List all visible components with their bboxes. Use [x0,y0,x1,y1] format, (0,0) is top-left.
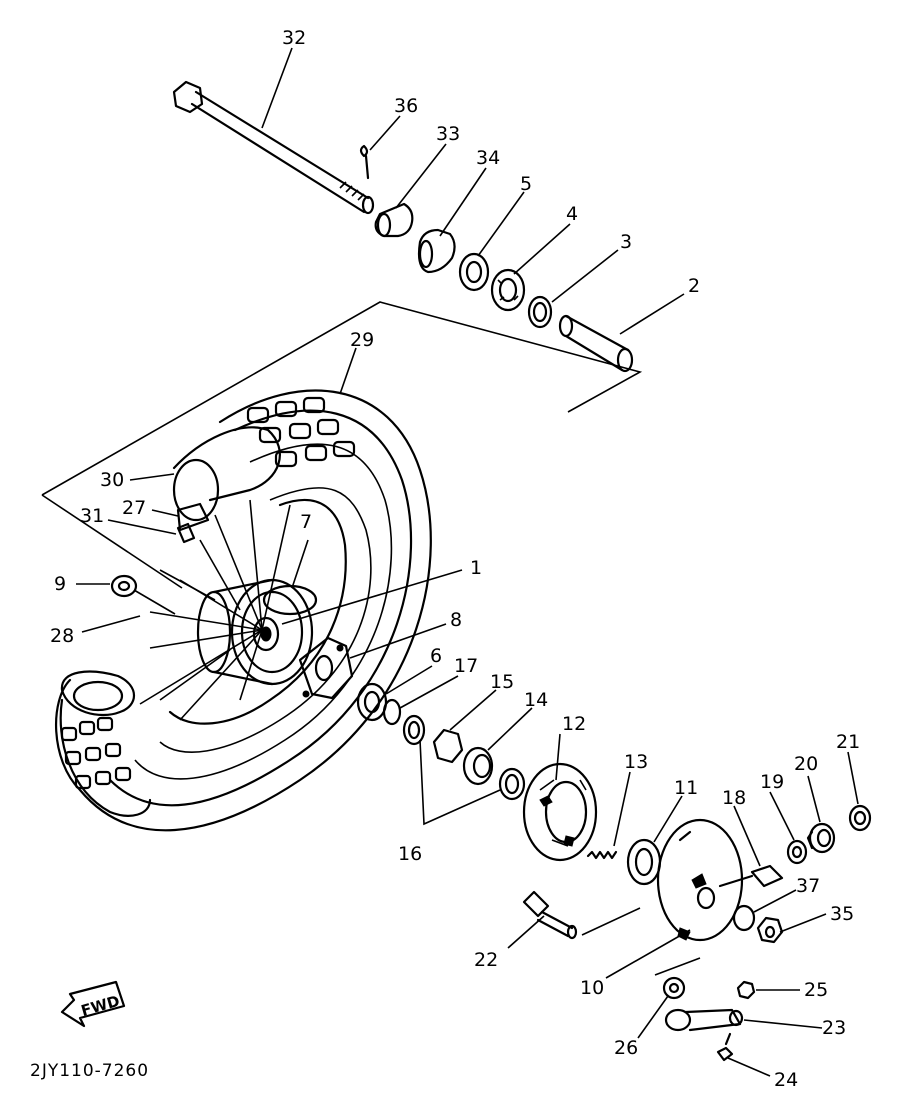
axle [172,80,375,215]
callout-11: 11 [674,777,698,799]
callout-18: 18 [722,787,746,809]
washer-37 [732,904,756,932]
callout-35: 35 [830,903,854,925]
collar-right [432,728,464,764]
tread-top [246,396,356,468]
bearing-right [356,682,388,722]
callout-22: 22 [474,949,498,971]
callout-16: 16 [398,843,422,865]
brake-shoes [522,762,598,862]
collar [374,202,414,238]
brake-plate [656,818,744,942]
callout-12: 12 [562,713,586,735]
nut-35 [756,916,784,944]
callout-28: 28 [50,625,74,647]
brake-lever [664,1008,744,1032]
bolt-22 [522,890,578,940]
dust-seal [417,228,456,274]
callout-7: 7 [300,511,312,533]
callout-9: 9 [54,573,66,595]
spokes [139,499,291,721]
washer-26 [662,976,686,1000]
callout-26: 26 [614,1037,638,1059]
brake-spring [586,850,618,860]
callout-10: 10 [580,977,604,999]
callout-2: 2 [688,275,700,297]
callout-31: 31 [80,505,104,527]
oil-seal-right [462,746,494,786]
callout-23: 23 [822,1017,846,1039]
callout-15: 15 [490,671,514,693]
fwd-arrow: FWD [60,980,126,1028]
callout-24: 24 [774,1069,798,1091]
callout-20: 20 [794,753,818,775]
callout-36: 36 [394,95,418,117]
bearing-left [490,268,526,312]
tire-section-bottom [59,670,152,817]
callout-labels: 32 36 33 34 5 4 3 2 29 30 27 31 7 1 9 28… [50,27,860,1091]
cap-21 [848,804,872,832]
drive-flange [298,636,354,700]
callout-17: 17 [454,655,478,677]
shim-lower [498,767,526,801]
callout-8: 8 [450,609,462,631]
spacer-tube [558,314,634,373]
wheel-assembly [55,389,432,832]
oil-seal-left [458,252,490,292]
callout-25: 25 [804,979,828,1001]
callout-4: 4 [566,203,578,225]
washer-19 [786,839,808,865]
callout-27: 27 [122,497,146,519]
fwd-label: FWD [79,992,122,1020]
callout-1: 1 [470,557,482,579]
callout-32: 32 [282,27,306,49]
nut-25 [736,980,756,1000]
drawing-code: 2JY110-7260 [30,1061,149,1081]
callout-5: 5 [520,173,532,195]
plate-seal [626,838,662,886]
callout-33: 33 [436,123,460,145]
callout-30: 30 [100,469,124,491]
bolt-24 [716,1032,734,1062]
shim-upper [402,714,426,746]
callout-6: 6 [430,645,442,667]
nut-20 [806,822,836,854]
leader-lines [76,47,859,1077]
callout-29: 29 [350,329,374,351]
callout-14: 14 [524,689,548,711]
callout-13: 13 [624,751,648,773]
callout-37: 37 [796,875,820,897]
circlip [527,295,553,329]
callout-34: 34 [476,147,500,169]
spacer-flange [382,698,402,726]
hub [196,578,318,686]
assembly-bracket-lines [41,301,701,976]
callout-21: 21 [836,731,860,753]
callout-3: 3 [620,231,632,253]
cotter-pin [359,144,370,180]
cam-shaft [718,864,784,888]
callout-19: 19 [760,771,784,793]
